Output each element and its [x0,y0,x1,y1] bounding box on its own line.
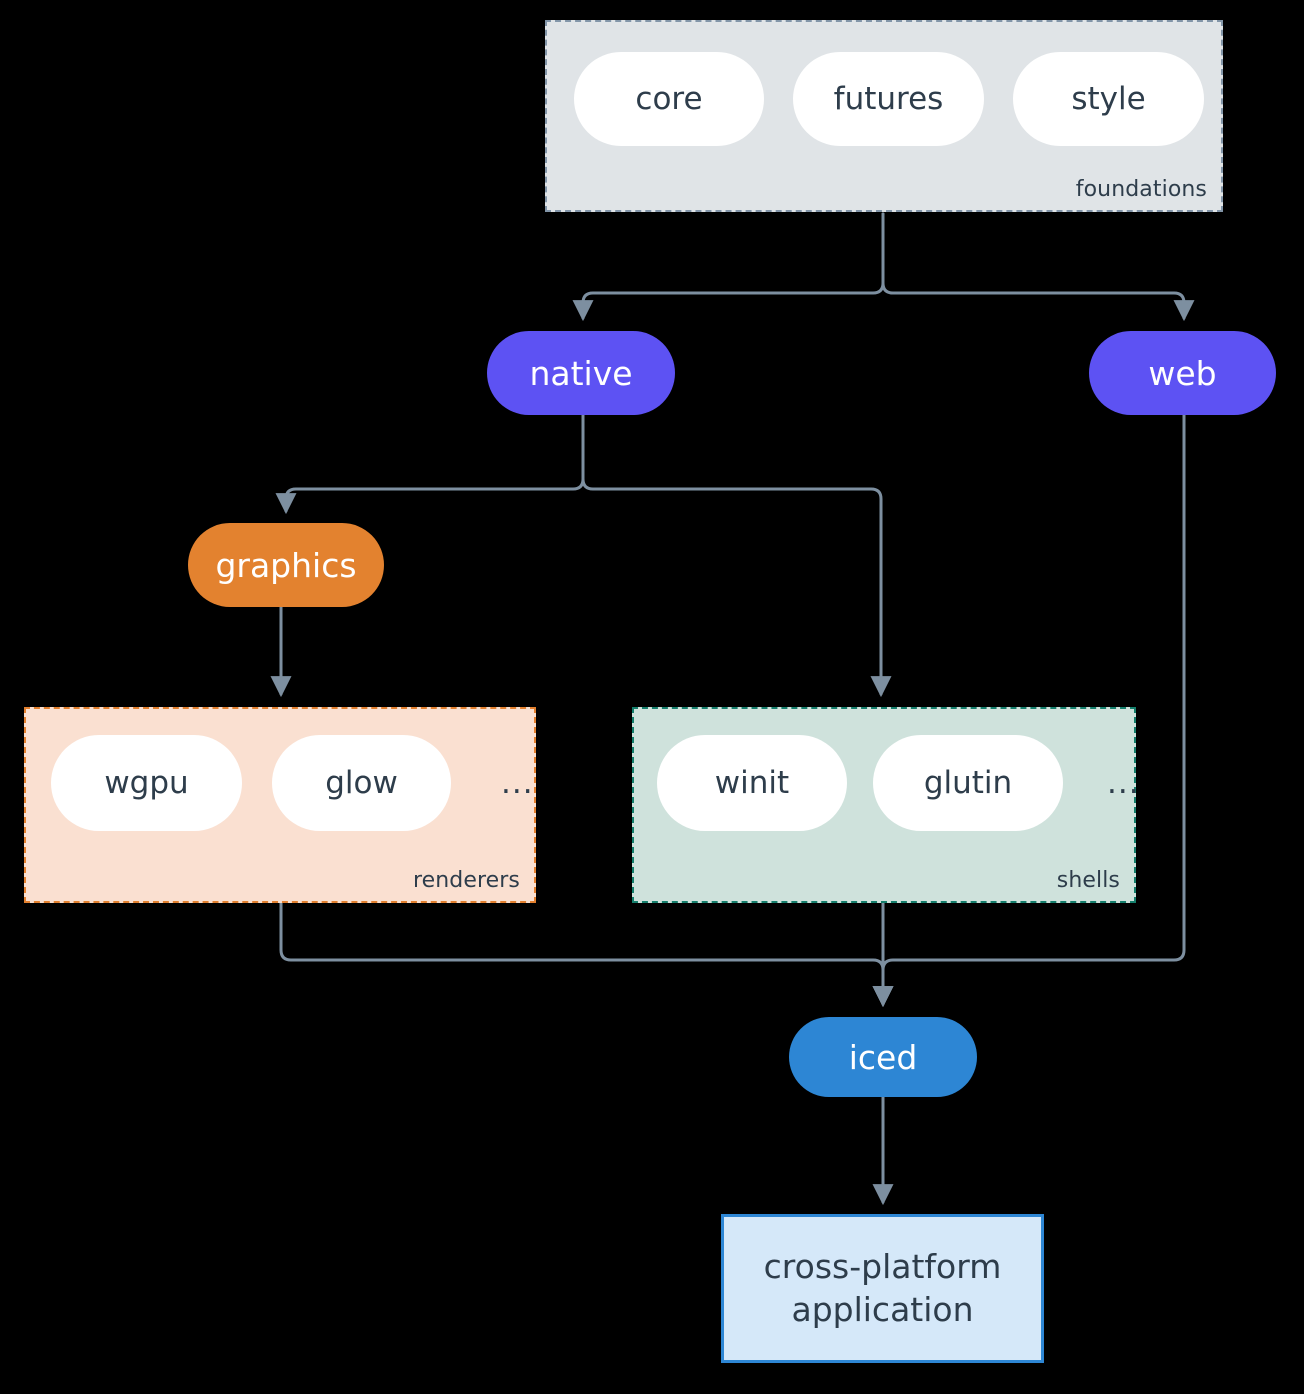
node-cross-platform-application[interactable]: cross-platform application [721,1214,1044,1363]
renderers-ellipsis: ... [501,764,534,801]
pill-wgpu[interactable]: wgpu [51,735,242,831]
group-renderers: wgpu glow ... renderers [24,707,536,903]
pill-core[interactable]: core [574,52,764,146]
foundations-pill-row: core futures style [574,52,1204,146]
app-label-line1: cross-platform [763,1247,1002,1287]
shells-pill-row: winit glutin ... [657,735,1140,831]
edge-foundations-web [881,212,1195,322]
node-web[interactable]: web [1089,331,1276,415]
app-label-line2: application [791,1289,974,1329]
group-label-shells: shells [1056,868,1120,893]
group-shells: winit glutin ... shells [632,707,1139,903]
pill-glow[interactable]: glow [272,735,451,831]
node-native[interactable]: native [487,331,675,415]
pill-futures[interactable]: futures [793,52,984,146]
group-label-renderers: renderers [412,868,520,893]
node-iced[interactable]: iced [789,1017,977,1097]
edge-native-graphics [275,413,585,515]
pill-glutin[interactable]: glutin [873,735,1063,831]
renderers-pill-row: wgpu glow ... [51,735,534,831]
edge-foundations-native [572,212,885,322]
shells-ellipsis: ... [1107,764,1140,801]
edge-renderers-iced [279,901,894,1008]
edge-native-shells [581,413,892,698]
group-label-foundations: foundations [1075,177,1207,202]
pill-style[interactable]: style [1013,52,1204,146]
node-graphics[interactable]: graphics [188,523,384,607]
pill-winit[interactable]: winit [657,735,847,831]
group-foundations: core futures style foundations [545,20,1223,212]
